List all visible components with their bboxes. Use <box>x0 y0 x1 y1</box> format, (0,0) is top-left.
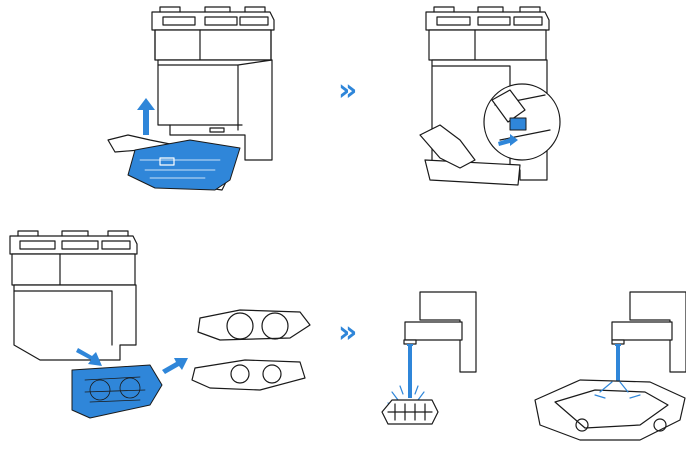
step-4-rinse-filter <box>382 292 476 424</box>
step-1-lift-base-plate <box>108 7 274 190</box>
step-3-remove-tray <box>10 231 310 418</box>
next-step-chevron-icon: » <box>338 73 356 108</box>
step-5-rinse-tray <box>535 292 686 440</box>
step-2-release-latch <box>420 7 560 185</box>
next-step-chevron-icon: » <box>338 315 356 350</box>
